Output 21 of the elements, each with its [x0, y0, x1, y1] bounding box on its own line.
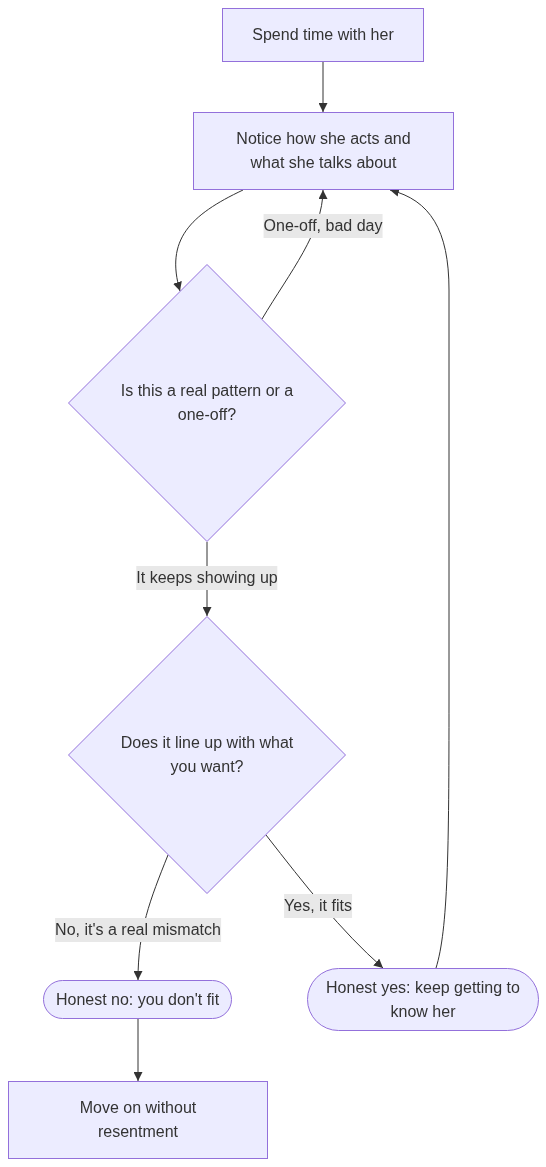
edge-label: Yes, it fits	[284, 894, 352, 918]
terminal-box	[43, 980, 232, 1019]
process-box	[8, 1081, 268, 1159]
edge-label: No, it's a real mismatch	[55, 918, 221, 942]
node-label: Does it line up with what you want?	[119, 733, 295, 777]
node-label: Honest no: you don't fit	[55, 989, 220, 1010]
process-box	[193, 112, 454, 190]
edge-label: One-off, bad day	[263, 214, 383, 238]
node-label: Is this a real pattern or a one-off?	[119, 381, 295, 425]
process-box	[222, 8, 424, 62]
arrow	[173, 189, 244, 292]
arrow	[133, 1018, 143, 1082]
decision-diamond	[68, 616, 346, 894]
edge-label: It keeps showing up	[136, 566, 278, 590]
decision-diamond	[68, 264, 346, 542]
arrow	[318, 61, 328, 113]
node-label: Spend time with her	[252, 25, 394, 45]
node-label: Move on without resentment	[78, 1098, 198, 1142]
node-label: Honest yes: keep getting to know her	[325, 977, 521, 1022]
node-label: Notice how she acts and what she talks about	[235, 129, 412, 173]
arrow	[389, 188, 450, 969]
